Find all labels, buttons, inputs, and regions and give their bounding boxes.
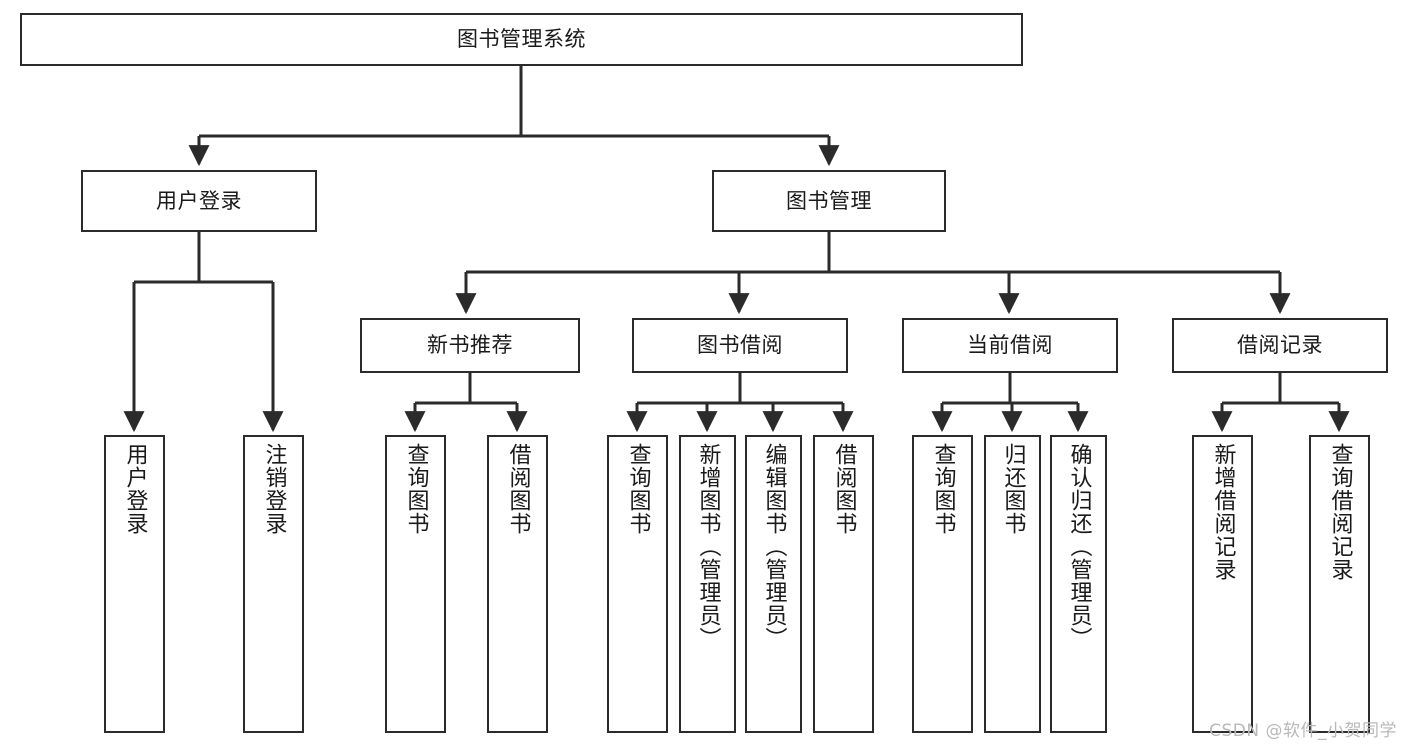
node-leaf-query-book-1-label: 查询图书 (403, 443, 429, 535)
node-leaf-query-book-2[interactable]: 查询图书 (607, 435, 668, 733)
node-borrow-record-label: 借阅记录 (1237, 333, 1323, 358)
node-leaf-confirm-return[interactable]: 确认归还（管理员） (1050, 435, 1107, 733)
node-leaf-borrow-book-1[interactable]: 借阅图书 (487, 435, 548, 733)
node-book-borrow-label: 图书借阅 (697, 333, 783, 358)
node-leaf-query-book-3[interactable]: 查询图书 (912, 435, 973, 733)
node-leaf-borrow-book-1-label: 借阅图书 (505, 443, 531, 535)
node-leaf-return-book-label: 归还图书 (1000, 443, 1026, 535)
node-new-book-recommend[interactable]: 新书推荐 (360, 318, 580, 373)
node-leaf-query-book-2-label: 查询图书 (625, 443, 651, 535)
node-book-manage[interactable]: 图书管理 (712, 170, 946, 232)
node-user-login[interactable]: 用户登录 (81, 170, 317, 232)
node-leaf-return-book[interactable]: 归还图书 (984, 435, 1041, 733)
node-leaf-add-book-label: 新增图书（管理员） (695, 443, 721, 650)
node-leaf-logout-label: 注销登录 (261, 443, 287, 535)
node-leaf-borrow-book-2[interactable]: 借阅图书 (813, 435, 874, 733)
node-current-borrow[interactable]: 当前借阅 (902, 318, 1118, 373)
node-current-borrow-label: 当前借阅 (967, 333, 1053, 358)
node-book-manage-label: 图书管理 (786, 188, 872, 213)
node-root[interactable]: 图书管理系统 (20, 13, 1023, 66)
node-root-label: 图书管理系统 (457, 27, 586, 52)
node-leaf-user-login-label: 用户登录 (122, 443, 148, 535)
node-leaf-add-record[interactable]: 新增借阅记录 (1192, 435, 1253, 733)
node-leaf-query-book-3-label: 查询图书 (930, 443, 956, 535)
node-leaf-edit-book[interactable]: 编辑图书（管理员） (745, 435, 802, 733)
node-leaf-confirm-return-label: 确认归还（管理员） (1066, 443, 1092, 650)
node-leaf-query-record[interactable]: 查询借阅记录 (1309, 435, 1370, 733)
node-new-book-recommend-label: 新书推荐 (427, 333, 513, 358)
watermark-text: CSDN @软件_小贺同学 (1209, 721, 1397, 741)
node-leaf-logout[interactable]: 注销登录 (243, 435, 304, 733)
node-user-login-label: 用户登录 (156, 188, 242, 213)
node-leaf-query-record-label: 查询借阅记录 (1327, 443, 1353, 581)
node-borrow-record[interactable]: 借阅记录 (1172, 318, 1388, 373)
node-leaf-query-book-1[interactable]: 查询图书 (385, 435, 446, 733)
node-leaf-user-login[interactable]: 用户登录 (104, 435, 165, 733)
node-leaf-borrow-book-2-label: 借阅图书 (831, 443, 857, 535)
node-book-borrow[interactable]: 图书借阅 (632, 318, 848, 373)
node-leaf-add-book[interactable]: 新增图书（管理员） (679, 435, 736, 733)
node-leaf-edit-book-label: 编辑图书（管理员） (761, 443, 787, 650)
node-leaf-add-record-label: 新增借阅记录 (1210, 443, 1236, 581)
